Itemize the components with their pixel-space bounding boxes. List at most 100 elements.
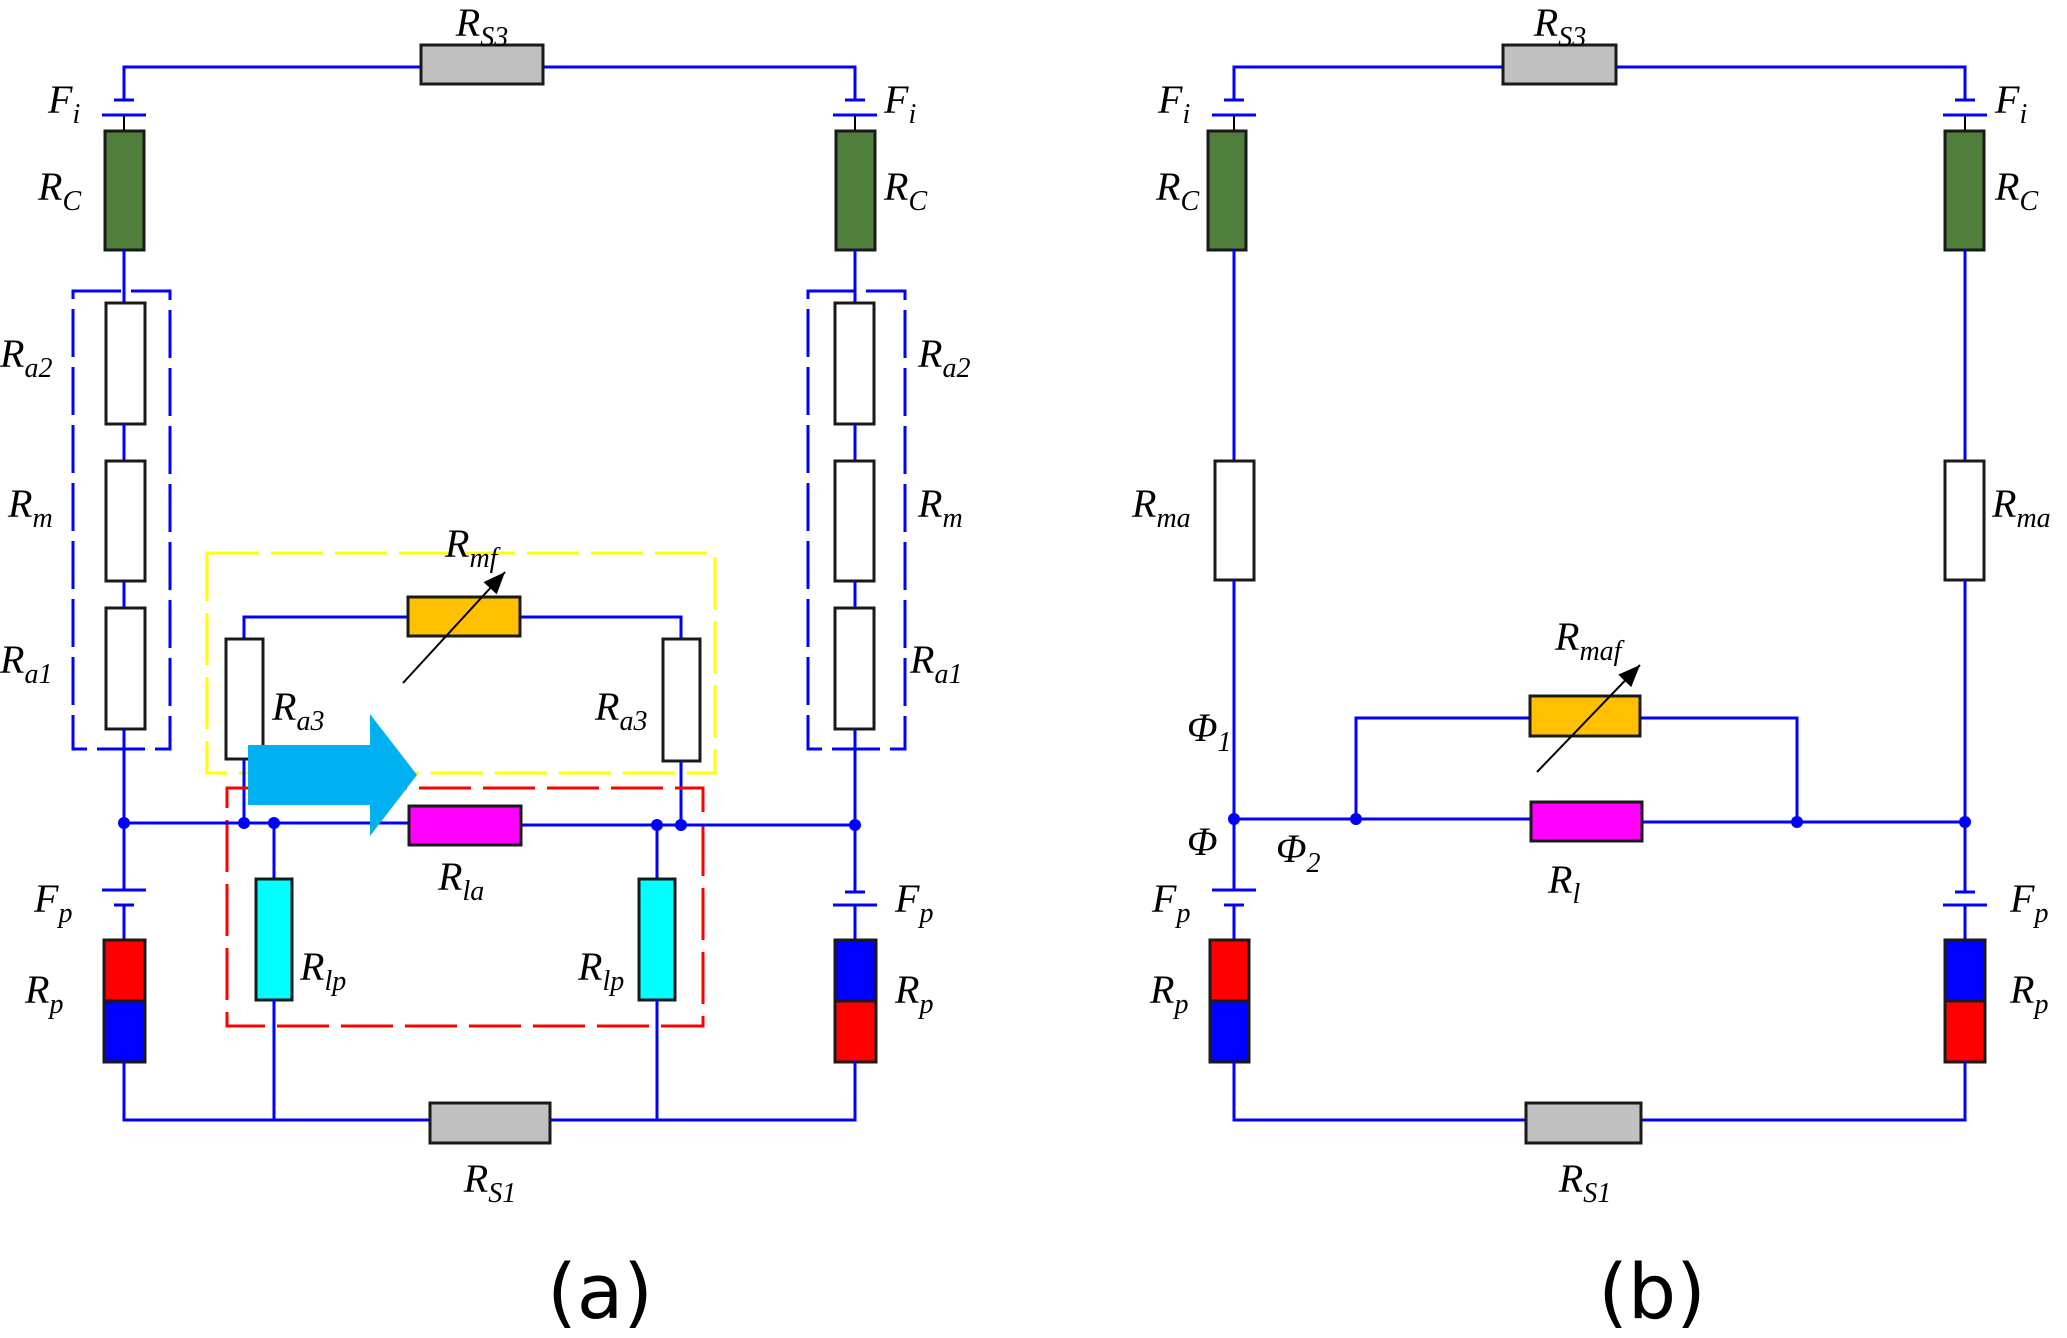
magnet-bottom-half xyxy=(1208,999,1251,1064)
resistor-rc-left xyxy=(1206,129,1248,252)
label-rma-left-subscript: ma xyxy=(1156,503,1190,534)
label-ra2-right-main: R xyxy=(917,331,942,376)
label-ra1-left: Ra1 xyxy=(0,637,52,690)
resistor-rlp-left xyxy=(254,877,294,1002)
caption-b: (b) xyxy=(1598,1247,1706,1336)
resistor-rs3 xyxy=(1501,43,1618,86)
label-ra2-right-subscript: a2 xyxy=(942,353,970,384)
label-ra1-left-main: R xyxy=(0,637,24,682)
wire xyxy=(1354,716,1530,819)
label-rla-main: R xyxy=(437,854,462,899)
resistor-ra3-left xyxy=(224,637,265,761)
label-ra3-right-subscript: a3 xyxy=(619,706,647,737)
label-rm-right-main: R xyxy=(917,481,942,526)
resistor-rc-right xyxy=(834,129,877,252)
label-ra3-right: Ra3 xyxy=(594,684,647,737)
label-fp-right-main: F xyxy=(2009,876,2035,921)
wire-bottom-right xyxy=(550,1062,857,1122)
group-box-airgap-left xyxy=(71,289,172,751)
variable-resistor-arrow-rmf xyxy=(402,571,506,684)
junction-node xyxy=(268,817,280,829)
label-rp-right-main: R xyxy=(2009,967,2034,1012)
junction-node xyxy=(1350,813,1362,825)
battery-fi-right xyxy=(1943,98,1987,117)
label-phi: Φ xyxy=(1187,819,1217,864)
resistor-ra1-left xyxy=(104,606,147,731)
label-phi1: Φ1 xyxy=(1187,705,1231,758)
junction-node xyxy=(651,819,663,831)
label-rc-left-main: R xyxy=(1155,164,1180,209)
resistor-rs3 xyxy=(419,43,545,86)
label-rc-left-subscript: C xyxy=(62,186,81,217)
label-rlp-right: Rlp xyxy=(577,944,624,997)
resistor-rma-left xyxy=(1213,459,1256,582)
resistor-rc-right xyxy=(1943,129,1986,252)
label-rl-main: R xyxy=(1547,857,1572,902)
label-rp-right: Rp xyxy=(2009,967,2048,1020)
label-rc-left: RC xyxy=(37,164,81,217)
label-fi-left-main: F xyxy=(1157,77,1183,122)
resistor-rla xyxy=(407,804,523,847)
label-rp-left-subscript: p xyxy=(47,989,63,1020)
label-phi2-subscript: 2 xyxy=(1306,848,1320,879)
battery-fi-left xyxy=(102,98,146,117)
magnet-bottom-half xyxy=(102,999,147,1064)
resistor-ra3-right xyxy=(661,637,702,763)
battery-fp-right xyxy=(833,890,877,907)
label-rs1-main: R xyxy=(1558,1156,1583,1201)
label-rs3-subscript: S3 xyxy=(1558,22,1586,53)
label-rm-left-main: R xyxy=(7,481,32,526)
label-fi-right-subscript: i xyxy=(2019,99,2027,130)
caption-a: (a) xyxy=(547,1247,653,1336)
label-rp-right-subscript: p xyxy=(2032,989,2048,1020)
label-rc-right-subscript: C xyxy=(908,186,927,217)
label-rp-right: Rp xyxy=(894,967,933,1020)
label-fi-right: Fi xyxy=(1994,77,2027,130)
label-rc-left: RC xyxy=(1155,164,1199,217)
wire-bottom-right xyxy=(1641,1062,1967,1122)
label-rc-right-main: R xyxy=(883,164,908,209)
resistor-rma-right xyxy=(1943,459,1986,582)
label-rp-right-main: R xyxy=(894,967,919,1012)
junction-node xyxy=(1791,816,1803,828)
junction-node xyxy=(118,817,130,829)
label-rs3-subscript: S3 xyxy=(480,22,508,53)
label-ra1-left-subscript: a1 xyxy=(24,659,52,690)
label-fp-right-subscript: p xyxy=(917,898,933,929)
battery-fi-left xyxy=(1212,98,1256,117)
label-rmaf-main: R xyxy=(1554,614,1579,659)
label-fp-left-subscript: p xyxy=(56,898,72,929)
label-ra2-left-subscript: a2 xyxy=(24,353,52,384)
resistor-rc-left xyxy=(103,129,146,252)
label-rp-left: Rp xyxy=(24,967,63,1020)
label-rma-right-subscript: ma xyxy=(2016,503,2050,534)
magnet-top-half xyxy=(1943,938,1987,1003)
label-phi2-main: Φ xyxy=(1276,826,1306,871)
variable-arrow-head xyxy=(1618,665,1640,688)
resistor-rlp-right xyxy=(637,877,677,1002)
label-phi1-subscript: 1 xyxy=(1217,727,1231,758)
label-rla: Rla xyxy=(437,854,484,907)
permanent-magnet-rp-left xyxy=(102,938,147,1064)
label-fp-left-main: F xyxy=(1151,876,1177,921)
label-ra3-left-main: R xyxy=(271,684,296,729)
label-fp-left-main: F xyxy=(33,876,59,921)
label-rl: Rl xyxy=(1547,857,1580,910)
wire-top-right xyxy=(1616,65,1967,100)
battery-fp-left xyxy=(102,888,146,907)
flux-direction-arrow xyxy=(248,714,417,836)
wire-top-left xyxy=(1232,65,1503,100)
resistor-ra2-left xyxy=(104,301,147,426)
battery-fp-left xyxy=(1212,888,1256,907)
label-ra2-left-main: R xyxy=(0,331,24,376)
battery-fp-right xyxy=(1943,890,1987,907)
label-rm-left: Rm xyxy=(7,481,53,534)
label-phi2: Φ2 xyxy=(1276,826,1320,879)
label-fi-right-main: F xyxy=(883,77,909,122)
resistor-ra1-right xyxy=(833,606,876,731)
variable-arrow-shaft xyxy=(1536,664,1641,773)
label-fp-right: Fp xyxy=(2009,876,2048,929)
label-fp-right-main: F xyxy=(894,876,920,921)
label-rlp-left-main: R xyxy=(299,944,324,989)
